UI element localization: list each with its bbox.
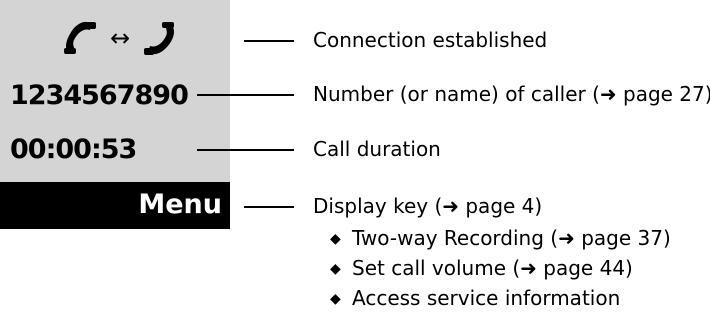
- callout-connection: Connection established: [313, 28, 548, 52]
- menu-softkey[interactable]: Menu: [138, 189, 222, 220]
- double-arrow-glyph: ↔: [110, 24, 130, 52]
- softkey-bar: Menu: [0, 182, 230, 229]
- callout-line-duration: [197, 149, 294, 151]
- callout-line-caller: [197, 94, 294, 96]
- call-connected-icon: ↔: [64, 21, 174, 55]
- callout-caller: Number (or name) of caller (➜ page 27): [313, 82, 710, 106]
- menu-item: ◆ Two-way Recording (➜ page 37): [330, 226, 671, 251]
- bullet-diamond-icon: ◆: [330, 261, 341, 277]
- bullet-diamond-icon: ◆: [330, 291, 341, 307]
- bullet-diamond-icon: ◆: [330, 231, 341, 247]
- callout-display-key: Display key (➜ page 4): [313, 194, 543, 218]
- menu-item-label: Access service information: [352, 286, 621, 310]
- callout-line-display-key: [244, 206, 294, 208]
- menu-item: ◆ Set call volume (➜ page 44): [330, 256, 633, 281]
- menu-item-label: Two-way Recording (➜ page 37): [352, 226, 671, 250]
- handset-display: ↔ 1234567890 00:00:53 Menu: [0, 0, 230, 229]
- call-duration-value: 00:00:53: [10, 134, 137, 165]
- menu-item-label: Set call volume (➜ page 44): [352, 256, 633, 280]
- callout-duration: Call duration: [313, 137, 441, 161]
- caller-number: 1234567890: [10, 80, 189, 111]
- connection-status-icon: ↔: [60, 18, 180, 58]
- callout-line-connection: [244, 40, 294, 42]
- menu-item: ◆ Access service information: [330, 286, 620, 311]
